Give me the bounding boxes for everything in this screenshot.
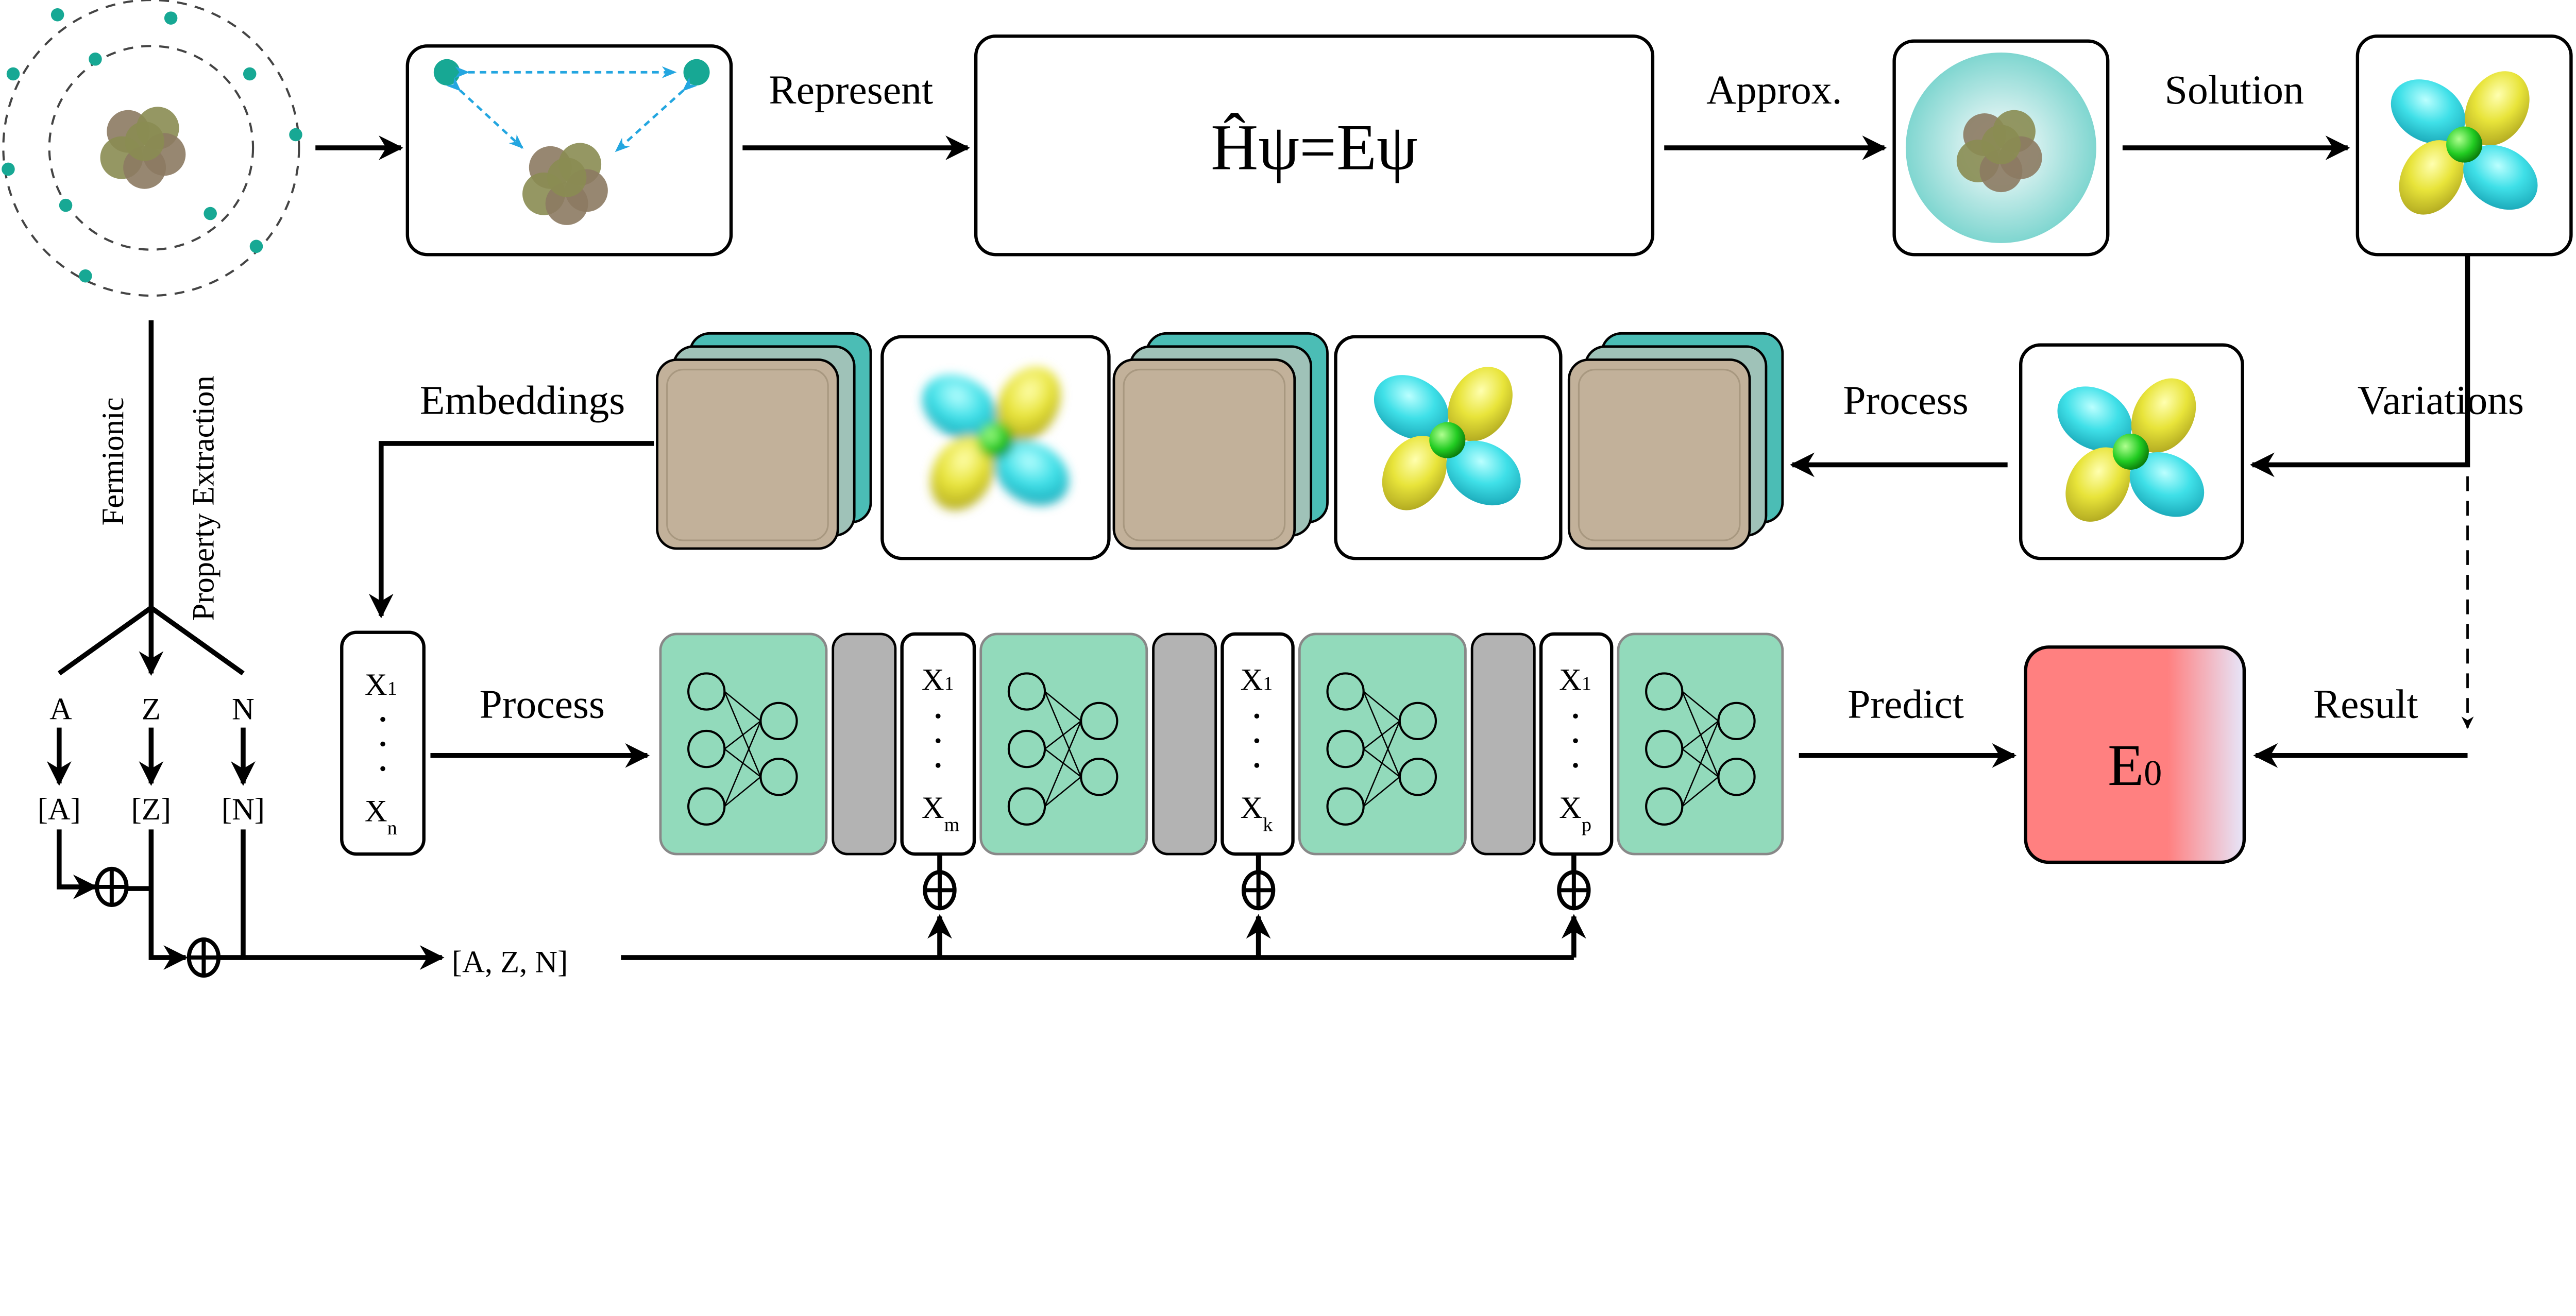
embedding-orbital: [1334, 335, 1563, 560]
label-property-extraction: Property Extraction: [187, 375, 221, 621]
arrow-a-to-add: [57, 829, 98, 899]
variation-orbital-box: [2019, 343, 2244, 560]
embedding-stack: [1114, 333, 1328, 549]
svg-text:X1: X1: [1559, 662, 1591, 697]
label-solution: Solution: [2165, 67, 2304, 113]
embedding-orbital: [880, 335, 1111, 560]
input-n: N: [232, 692, 255, 727]
svg-text:Xk: Xk: [1241, 791, 1274, 836]
embedding-stack: [1569, 333, 1783, 549]
neural-net-block: [979, 633, 1148, 856]
neural-net-block: [1617, 633, 1784, 856]
equation-box: [974, 34, 1655, 257]
encoded-n: [N]: [222, 792, 265, 827]
gray-block: [832, 633, 897, 856]
label-predict: Predict: [1848, 681, 1964, 727]
input-a: A: [49, 692, 72, 727]
svg-text:E0: E0: [2108, 732, 2162, 798]
neural-net-block: [1298, 633, 1467, 856]
svg-text:X1: X1: [365, 668, 397, 702]
diagram: Represent Ĥψ=Eψ Approx. Solution Variati…: [2, 0, 2573, 980]
atom-illustration: [2, 0, 302, 297]
label-approx: Approx.: [1706, 67, 1842, 113]
svg-text:X1: X1: [922, 662, 954, 697]
approximation-box: [1892, 39, 2110, 257]
arrow-variations: [2250, 254, 2470, 477]
label-process-bottom: Process: [480, 681, 605, 727]
combined-features: [A, Z, N]: [452, 945, 568, 980]
hidden-vector: X1 Xm: [900, 632, 976, 856]
nucleus-icon: [100, 107, 186, 189]
input-vector: X1 Xn: [340, 630, 426, 856]
gray-block: [1152, 633, 1217, 856]
ground-state-energy-box: E0: [2024, 645, 2246, 864]
label-represent: Represent: [769, 67, 933, 113]
svg-text:Xp: Xp: [1559, 791, 1591, 836]
encoded-z: [Z]: [131, 792, 171, 827]
arrow-z-to-add: [148, 829, 189, 970]
svg-text:Xn: Xn: [365, 794, 397, 839]
label-embeddings: Embeddings: [420, 378, 625, 423]
label-variations: Variations: [2358, 378, 2524, 423]
embedding-stack: [657, 333, 871, 549]
schrodinger-equation: Ĥψ=Eψ: [1211, 110, 1418, 183]
arrow-embeddings: [368, 441, 654, 619]
hidden-vector: X1 Xk: [1221, 632, 1295, 856]
svg-text:Xm: Xm: [922, 791, 960, 836]
add-icon: [187, 937, 221, 978]
solution-orbital-box: [2355, 34, 2573, 257]
label-process-top: Process: [1843, 378, 1969, 423]
neural-net-block: [659, 633, 828, 856]
add-icon: [95, 866, 129, 907]
label-result: Result: [2313, 681, 2418, 727]
branch-lines: [58, 605, 245, 676]
encoded-a: [A]: [38, 792, 81, 827]
hidden-vector: X1 Xp: [1539, 632, 1614, 856]
input-z: Z: [142, 692, 161, 727]
svg-text:X1: X1: [1241, 662, 1273, 697]
nucleus-electron-model: [405, 44, 733, 257]
electron-dots: [2, 8, 302, 283]
feature-injection: [923, 854, 1591, 958]
label-fermionic: Fermionic: [96, 397, 130, 525]
gray-block: [1470, 633, 1536, 856]
